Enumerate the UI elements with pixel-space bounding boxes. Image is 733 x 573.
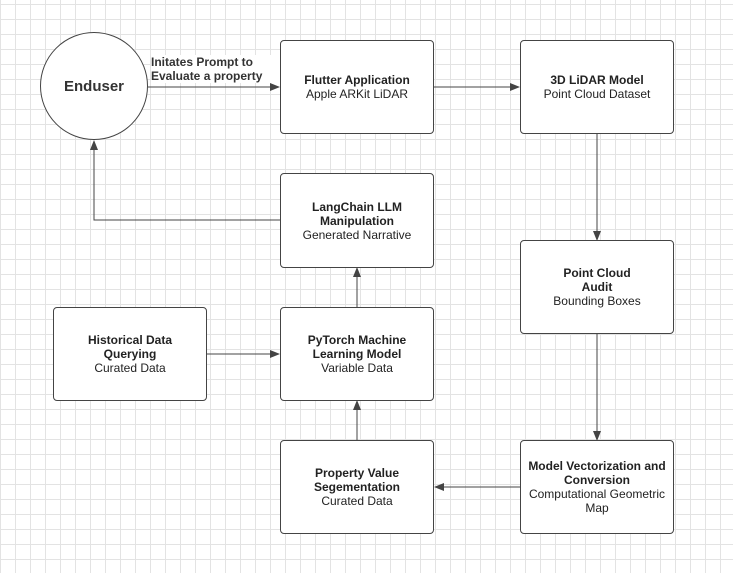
enduser-node: Enduser	[40, 32, 148, 140]
property-value-segmentation-node: Property Value Segementation Curated Dat…	[280, 440, 434, 534]
node-title: LangChain LLM Manipulation	[312, 199, 402, 228]
edge-label-prompt: Initates Prompt to Evaluate a property	[151, 55, 281, 83]
node-subtitle: Computational Geometric Map	[528, 487, 666, 515]
node-title: PyTorch Machine Learning Model	[307, 333, 407, 361]
node-subtitle: Generated Narrative	[302, 227, 412, 242]
flutter-application-node: Flutter Application Apple ARKit LiDAR	[280, 40, 434, 134]
lidar-model-node: 3D LiDAR Model Point Cloud Dataset	[520, 40, 674, 134]
model-vectorization-node: Model Vectorization and Conversion Compu…	[520, 440, 674, 534]
node-title: Flutter Application	[304, 73, 410, 87]
langchain-llm-node: LangChain LLM Manipulation Generated Nar…	[280, 173, 434, 268]
node-subtitle: Curated Data	[321, 494, 393, 508]
enduser-label: Enduser	[63, 77, 124, 95]
node-title: Point Cloud Audit	[563, 266, 631, 294]
node-subtitle: Point Cloud Dataset	[543, 87, 651, 101]
point-cloud-audit-node: Point Cloud Audit Bounding Boxes	[520, 240, 674, 334]
node-subtitle: Bounding Boxes	[553, 294, 641, 308]
node-subtitle: Curated Data	[94, 361, 166, 375]
node-subtitle: Variable Data	[321, 361, 393, 375]
node-title: Historical Data Querying	[87, 333, 173, 361]
node-title: 3D LiDAR Model	[550, 73, 644, 87]
node-subtitle: Apple ARKit LiDAR	[305, 87, 409, 101]
pytorch-model-node: PyTorch Machine Learning Model Variable …	[280, 307, 434, 401]
node-title: Model Vectorization and Conversion	[528, 459, 666, 487]
node-title: Property Value Segementation	[313, 466, 400, 494]
arrow-langchain-to-enduser	[90, 140, 280, 221]
historical-data-node: Historical Data Querying Curated Data	[53, 307, 207, 401]
